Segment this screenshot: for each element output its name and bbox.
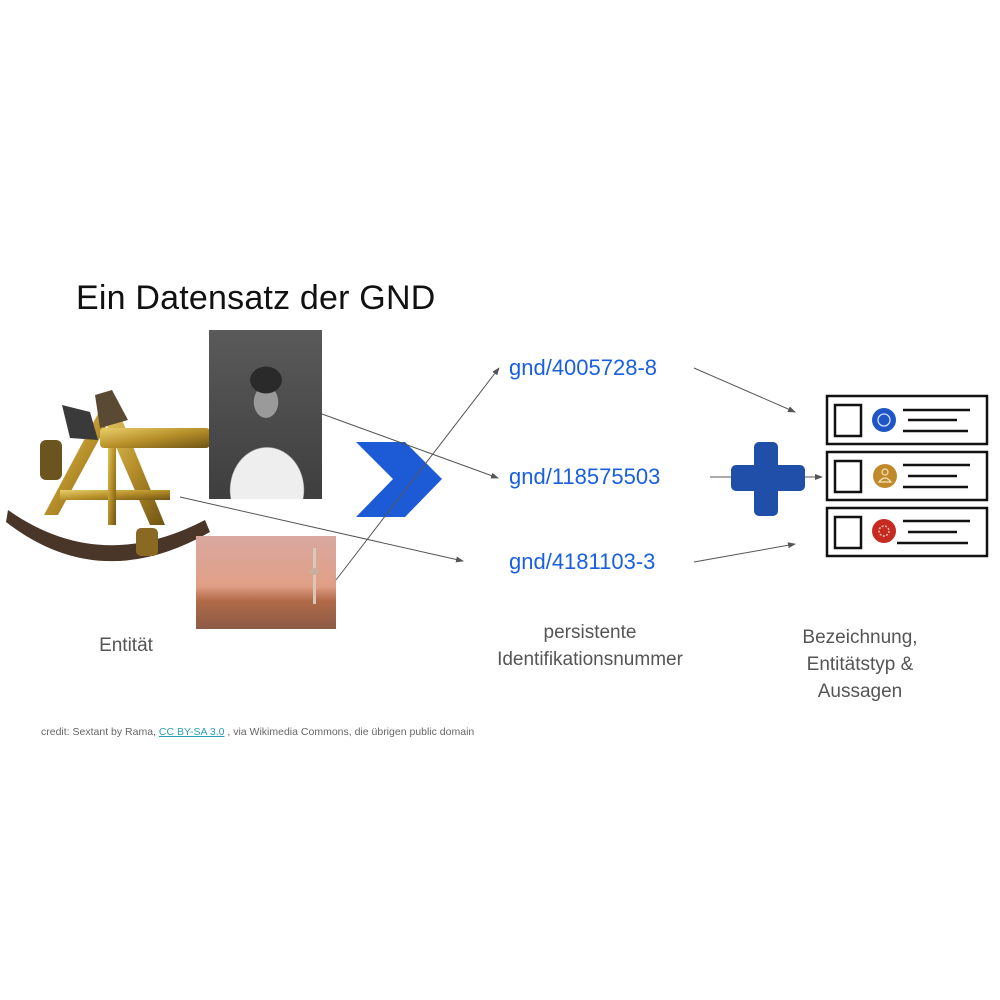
chevron-arrow-icon — [356, 442, 442, 517]
records-caption-line1: Bezeichnung, — [802, 627, 918, 648]
credit-line: credit: Sextant by Rama, CC BY-SA 3.0 , … — [41, 726, 474, 738]
cityscape-image — [196, 536, 336, 629]
gear-icon — [872, 519, 896, 543]
record-card-3 — [825, 506, 989, 558]
identifier-caption: persistente Identifikationsnummer — [460, 619, 720, 673]
record-card-1 — [825, 394, 989, 446]
identifier-1: gnd/4005728-8 — [509, 355, 658, 380]
records-caption-line2: Entitätstyp & — [806, 654, 914, 675]
identifier-3: gnd/4181103-3 — [509, 549, 656, 574]
identifier-caption-line1: persistente — [543, 622, 637, 643]
records-caption-line3: Aussagen — [817, 681, 903, 702]
entity-caption: Entität — [99, 635, 153, 656]
credit-prefix: credit: Sextant by Rama, — [41, 726, 159, 738]
tv-tower-ball-shape — [310, 568, 319, 575]
globe-icon — [872, 408, 896, 432]
portrait-image — [209, 330, 322, 499]
credit-suffix: , via Wikimedia Commons, die übrigen pub… — [224, 726, 475, 738]
identifier-2: gnd/118575503 — [509, 464, 661, 489]
tv-tower-shape — [313, 548, 316, 604]
page-title: Ein Datensatz der GND — [76, 279, 436, 317]
license-link[interactable]: CC BY-SA 3.0 — [158, 726, 225, 738]
records-caption: Bezeichnung, Entitätstyp & Aussagen — [780, 624, 940, 705]
record-card-2 — [825, 450, 989, 502]
identifier-caption-line2: Identifikationsnummer — [497, 649, 683, 670]
plus-icon — [731, 442, 805, 516]
person-icon — [873, 464, 897, 488]
